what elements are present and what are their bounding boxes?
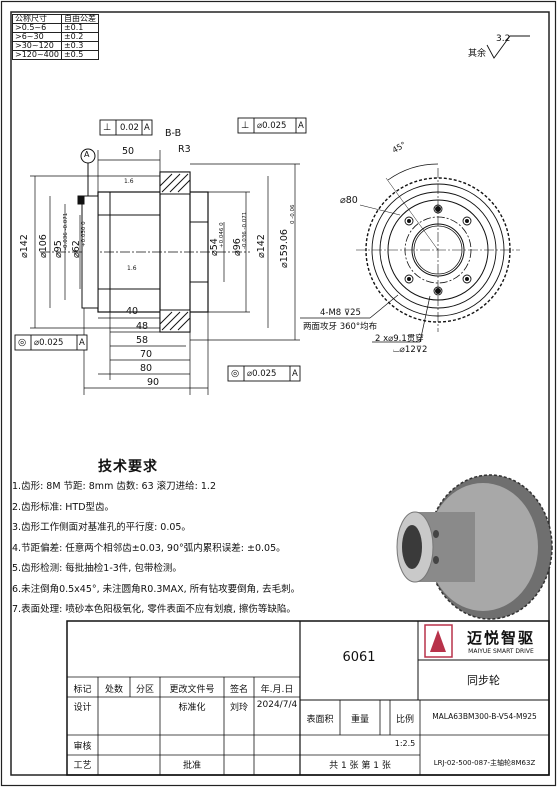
tb-header: 处数	[104, 685, 123, 695]
gdt-datum: A	[144, 123, 150, 133]
dim-label: 80	[140, 363, 153, 374]
gdt-symbol: ◎	[231, 368, 240, 379]
sheet-info: 共 1 张 第 1 张	[329, 761, 391, 771]
tech-req-title: 技术要求	[98, 459, 158, 475]
dim-label: 50	[122, 146, 135, 157]
tech-req-item: 2.齿形标准: HTD型齿。	[12, 501, 115, 513]
gdt-value: 0.02	[120, 123, 139, 133]
tech-req-item: 5.齿形检测: 每批抽检1-3件, 包带检测。	[12, 563, 182, 574]
dim-label: ⌀159.06	[279, 229, 290, 268]
dim-label: ⌀106	[38, 234, 49, 258]
gdt-datum: A	[298, 121, 304, 131]
gear-3d-render	[396, 474, 553, 620]
title-block	[66, 620, 550, 776]
part-code: MALA63BM300-B-V54-M925	[432, 712, 537, 721]
weight-label: 重量	[350, 715, 369, 725]
tol-cell: >120~400	[12, 50, 62, 60]
drawing-number: LRJ-02-500-087-主轴轮8M63Z	[433, 759, 536, 767]
tech-req-list: 1.齿形: 8M 节距: 8mm 齿数: 63 滚刀进给: 1.2 2.齿形标准…	[12, 479, 300, 623]
surface-area-label: 表面积	[306, 715, 334, 725]
counterbore-note: ⌴⌀12⊽2	[393, 345, 428, 355]
dims-left	[30, 175, 160, 329]
material-label: 6061	[342, 650, 376, 665]
front-view	[300, 163, 520, 343]
company-name-en: MAIYUE SMART DRIVE	[468, 648, 534, 655]
surface-finish-label: 其余	[468, 49, 487, 59]
gdt-symbol: ⊥	[241, 120, 250, 131]
surface-finish-symbol	[486, 35, 530, 59]
gdt-frames	[14, 117, 307, 382]
tb-header: 更改文件号	[169, 685, 215, 695]
dim-label: 70	[140, 349, 153, 360]
roughness-label: 1.6	[127, 265, 137, 272]
section-label: B-B	[165, 128, 182, 139]
datum-a-label: A	[84, 150, 90, 159]
dim-tolerance: 0 -0.06	[290, 204, 296, 224]
dim-tolerance: -0.036 -0.071	[242, 211, 248, 249]
tol-cell: ±0.5	[60, 50, 99, 60]
roughness-label: 1.6	[124, 178, 134, 185]
gdt-datum: A	[292, 369, 298, 379]
gdt-value: ⌀0.025	[34, 338, 64, 348]
scale-value: 1:2.5	[394, 739, 416, 748]
company-name-cn: 迈悦智驱	[466, 629, 535, 647]
gdt-symbol: ⊥	[103, 122, 112, 133]
gdt-datum: A	[79, 338, 85, 348]
tb-header: 年.月.日	[260, 685, 294, 695]
dim-label: 40	[126, 306, 139, 317]
tech-req-item: 3.齿形工作侧面对基准孔的平行度: 0.05。	[12, 522, 191, 533]
part-name: 同步轮	[467, 674, 500, 687]
hatch-top	[159, 171, 191, 195]
dims-bottom	[83, 150, 209, 395]
design-date: 2024/7/4	[256, 700, 298, 710]
dim-tolerance: +0.046 0	[219, 222, 225, 248]
radius-label: R3	[178, 144, 191, 155]
gdt-value: ⌀0.025	[257, 121, 287, 131]
gdt-symbol: ◎	[18, 337, 27, 348]
gdt-value: ⌀0.025	[247, 369, 277, 379]
dim-label: 48	[136, 321, 149, 332]
pcd-label: ⌀80	[340, 195, 358, 206]
dims-right	[190, 163, 300, 341]
process-label: 工艺	[73, 761, 92, 771]
dim-label: ⌀142	[256, 234, 267, 258]
dim-label: 58	[136, 335, 149, 346]
tech-req-item: 1.齿形: 8M 节距: 8mm 齿数: 63 滚刀进给: 1.2	[12, 481, 216, 492]
tb-header: 分区	[135, 685, 154, 695]
tb-header: 签名	[229, 685, 248, 695]
tech-req-item: 4.节距偏差: 任意两个相邻齿±0.03, 90°弧内累积误差: ±0.05。	[12, 542, 286, 554]
hole-note: 2 x⌀9.1贯穿	[375, 334, 424, 344]
tech-req-item: 6.未注倒角0.5x45°, 未注圆角R0.3MAX, 所有钻攻要倒角, 去毛刺…	[12, 583, 301, 595]
scale-label: 比例	[395, 715, 414, 725]
dim-label: 90	[147, 377, 160, 388]
section-view	[30, 148, 300, 395]
hatch-bottom	[159, 309, 191, 333]
tolerance-table: 公称尺寸 自由公差 >0.5~6±0.1 >6~30±0.2 >30~120±0…	[12, 14, 99, 60]
review-label: 审核	[73, 742, 92, 752]
design-label: 设计	[73, 703, 92, 713]
tech-req-item: 7.表面处理: 喷砂本色阳极氧化, 零件表面不应有划痕, 擦伤等缺陷。	[12, 604, 296, 615]
dim-tolerance: -0.036 -0.071	[63, 212, 69, 250]
thread-note-2: 两面攻牙 360°均布	[303, 322, 378, 332]
standardize-label: 标准化	[178, 703, 206, 713]
tb-header: 标记	[73, 685, 92, 695]
thread-note: 4-M8 ⊽25	[320, 308, 361, 318]
surface-finish-value: 3.2	[496, 34, 511, 44]
approve-label: 批准	[182, 761, 201, 771]
designer-name: 刘玲	[229, 703, 248, 713]
dim-tolerance: +0.030 0	[81, 221, 87, 247]
dim-label: ⌀142	[19, 234, 30, 258]
